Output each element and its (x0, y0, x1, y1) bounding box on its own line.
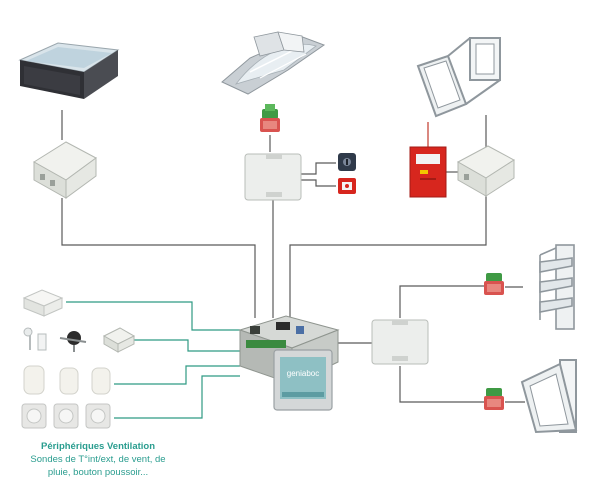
wire-junction-to-break-glass (300, 179, 336, 187)
ventilation-line-2: pluie, bouton poussoir... (47, 467, 149, 478)
ventilation-peripherals-caption: Périphériques Ventilation Sondes de T°in… (0, 440, 196, 479)
opening-window-icon (416, 37, 501, 118)
touchscreen-panel-icon: geniaboc (273, 349, 333, 411)
louvre-window-icon (539, 244, 575, 330)
key-switch-icon (338, 153, 356, 171)
green-terminal-connector-icon (260, 104, 280, 132)
wire-actuator-right-to-controller (289, 195, 487, 318)
wire-junction-to-key-switch (300, 162, 336, 175)
ventilation-line-1: Sondes de T°int/ext, de vent, de (30, 454, 166, 465)
flat-roof-skylight-icon (18, 42, 120, 99)
controller-screen-brand: geniaboc (287, 369, 319, 378)
green-terminal-connector-icon (484, 273, 504, 295)
junction-box-icon (244, 153, 302, 201)
wire-actuator-left-to-controller-2 (61, 198, 256, 318)
peripheral-flat-sensor-icon (22, 289, 64, 317)
smoke-vent-window-icon (520, 359, 578, 434)
break-glass-button-icon (338, 178, 356, 194)
green-wiring (66, 301, 240, 419)
green-terminal-connector-icon (484, 388, 504, 410)
weather-sensor-icon (59, 331, 87, 352)
actuator-box-icon (102, 327, 136, 353)
wire-right-junction-to-louvre (399, 285, 490, 318)
push-button-icon (21, 403, 111, 429)
room-sensor-icon (23, 365, 111, 395)
ventilation-title: Périphériques Ventilation (40, 441, 156, 452)
actuator-box-icon (33, 141, 97, 199)
actuator-box-icon (456, 145, 515, 197)
wire-round-sensors (114, 365, 240, 385)
wire-push-buttons (114, 375, 240, 419)
weather-sensor-icon (23, 327, 47, 351)
wire-flat-sensor (66, 301, 240, 331)
wire-weather-sensors (134, 339, 240, 352)
junction-box-icon (371, 319, 429, 365)
wire-right-junction-to-smoke-window (399, 366, 490, 403)
red-control-cabinet-icon (409, 146, 447, 198)
dome-skylight-icon (221, 31, 326, 95)
